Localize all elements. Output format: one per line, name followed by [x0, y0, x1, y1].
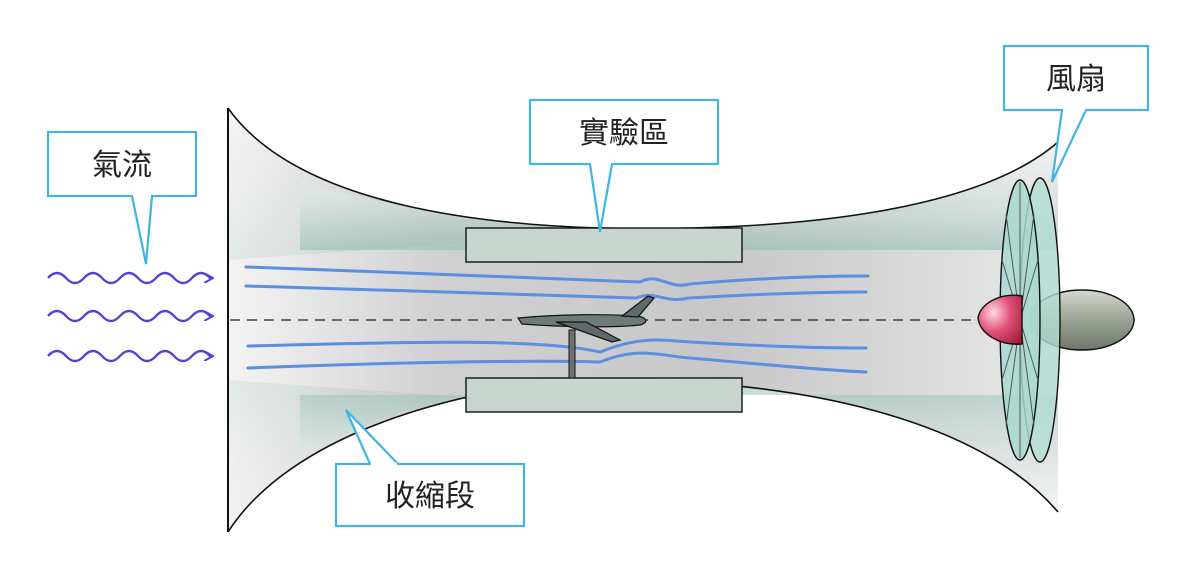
callout-contraction-pointer: [344, 409, 399, 465]
airflow-arrow: [47, 309, 212, 323]
label-test-section: 實驗區: [579, 116, 669, 151]
model-support-strut: [568, 329, 576, 379]
model-airplane: [516, 295, 656, 379]
airflow-arrow: [47, 349, 212, 363]
fan-assembly: [977, 177, 1135, 463]
test-section-bottom: [465, 377, 743, 413]
label-airflow: 氣流: [92, 148, 152, 183]
callout-contraction: 收縮段: [334, 409, 526, 528]
airplane-wing: [555, 321, 622, 343]
callout-test-section: 實驗區: [528, 98, 720, 233]
streamline: [246, 338, 868, 354]
streamline: [244, 284, 868, 301]
callout-fan: 風扇: [1002, 44, 1150, 183]
streamlines: [244, 265, 870, 374]
airflow-arrows: [47, 271, 212, 363]
callout-airflow: 氣流: [46, 130, 198, 265]
label-fan: 風扇: [1046, 62, 1106, 97]
airplane-tail: [620, 295, 656, 318]
callout-test-section-pointer: [588, 163, 614, 233]
callout-airflow-pointer: [130, 195, 154, 265]
label-contraction: 收縮段: [385, 479, 475, 514]
fan-nose-cone: [977, 294, 1023, 345]
test-section-top: [465, 227, 743, 263]
tunnel-upper-shade: [300, 142, 1058, 250]
streamline: [244, 265, 870, 287]
streamline: [246, 351, 868, 374]
callout-test-section-box: [528, 98, 720, 166]
tunnel-upper-band: [228, 108, 1058, 229]
callout-contraction-box: [334, 462, 526, 528]
callout-fan-pointer: [1050, 109, 1087, 183]
callout-airflow-box: [46, 130, 198, 198]
airflow-arrow: [47, 271, 212, 285]
